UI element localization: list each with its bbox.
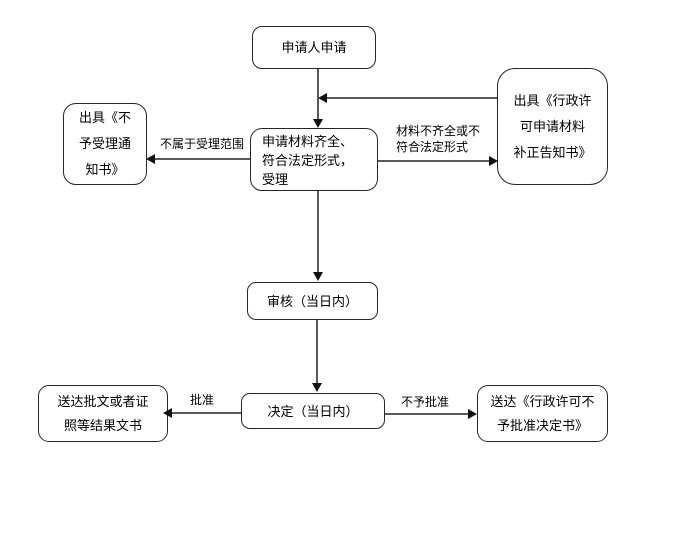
node-accept-line1: 申请材料齐全、 xyxy=(262,134,354,149)
arrowhead-down-icon xyxy=(312,383,322,392)
edge-label-incomplete-line1: 材料不齐全或不 xyxy=(396,124,481,138)
arrowhead-right-icon xyxy=(489,156,498,166)
connector-accept-to-supplement xyxy=(378,160,491,162)
node-supplement-notice-line1: 出具《行政许 xyxy=(513,92,592,108)
node-deliver-approval-line1: 送达批文或者证 xyxy=(57,393,149,409)
connector-decision-to-approval xyxy=(172,412,241,414)
edge-label-not-approved: 不予批准 xyxy=(400,395,449,409)
node-review: 审核（当日内） xyxy=(247,282,378,320)
node-deliver-approval: 送达批文或者证 照等结果文书 xyxy=(38,385,168,442)
arrowhead-down-icon xyxy=(313,119,323,128)
node-accept-line3: 受理 xyxy=(262,172,289,187)
node-reject-notice-line2: 予受理通 xyxy=(78,136,131,151)
node-deliver-denial-line1: 送达《行政许可不 xyxy=(490,393,595,409)
connector-supplement-to-flow xyxy=(327,97,497,99)
edge-label-approved: 批准 xyxy=(189,393,214,407)
arrowhead-left-icon xyxy=(163,408,172,418)
node-decision-label: 决定（当日内） xyxy=(267,403,359,419)
node-applicant: 申请人申请 xyxy=(252,26,376,69)
node-deliver-approval-line2: 照等结果文书 xyxy=(63,417,142,433)
node-reject-notice-line3: 知书》 xyxy=(85,162,125,177)
connector-review-to-decision xyxy=(316,320,318,384)
node-decision: 决定（当日内） xyxy=(241,393,385,429)
connector-applicant-to-accept xyxy=(317,69,319,120)
node-accept: 申请材料齐全、 符合法定形式， 受理 xyxy=(250,128,378,191)
node-deliver-denial-line2: 予批准决定书》 xyxy=(496,417,588,433)
arrowhead-right-icon xyxy=(468,409,477,419)
node-reject-notice-line1: 出具《不 xyxy=(78,110,131,125)
connector-accept-to-reject xyxy=(155,158,250,160)
node-reject-notice: 出具《不 予受理通 知书》 xyxy=(63,103,147,185)
edge-label-incomplete-line2: 符合法定形式 xyxy=(396,140,469,154)
arrowhead-left-icon xyxy=(318,93,327,103)
arrowhead-left-icon xyxy=(146,154,155,164)
node-review-label: 审核（当日内） xyxy=(266,293,358,309)
connector-accept-to-review xyxy=(317,191,319,273)
node-supplement-notice-line2: 可申请材料 xyxy=(519,118,585,134)
node-applicant-label: 申请人申请 xyxy=(281,40,347,55)
node-accept-line2: 符合法定形式， xyxy=(262,153,354,168)
edge-label-out-of-scope: 不属于受理范围 xyxy=(159,137,244,151)
connector-decision-to-denial xyxy=(385,413,469,415)
arrowhead-down-icon xyxy=(313,272,323,281)
node-deliver-denial: 送达《行政许可不 予批准决定书》 xyxy=(477,385,608,442)
node-supplement-notice-line3: 补正告知书》 xyxy=(513,144,592,160)
node-supplement-notice: 出具《行政许 可申请材料 补正告知书》 xyxy=(497,68,608,185)
